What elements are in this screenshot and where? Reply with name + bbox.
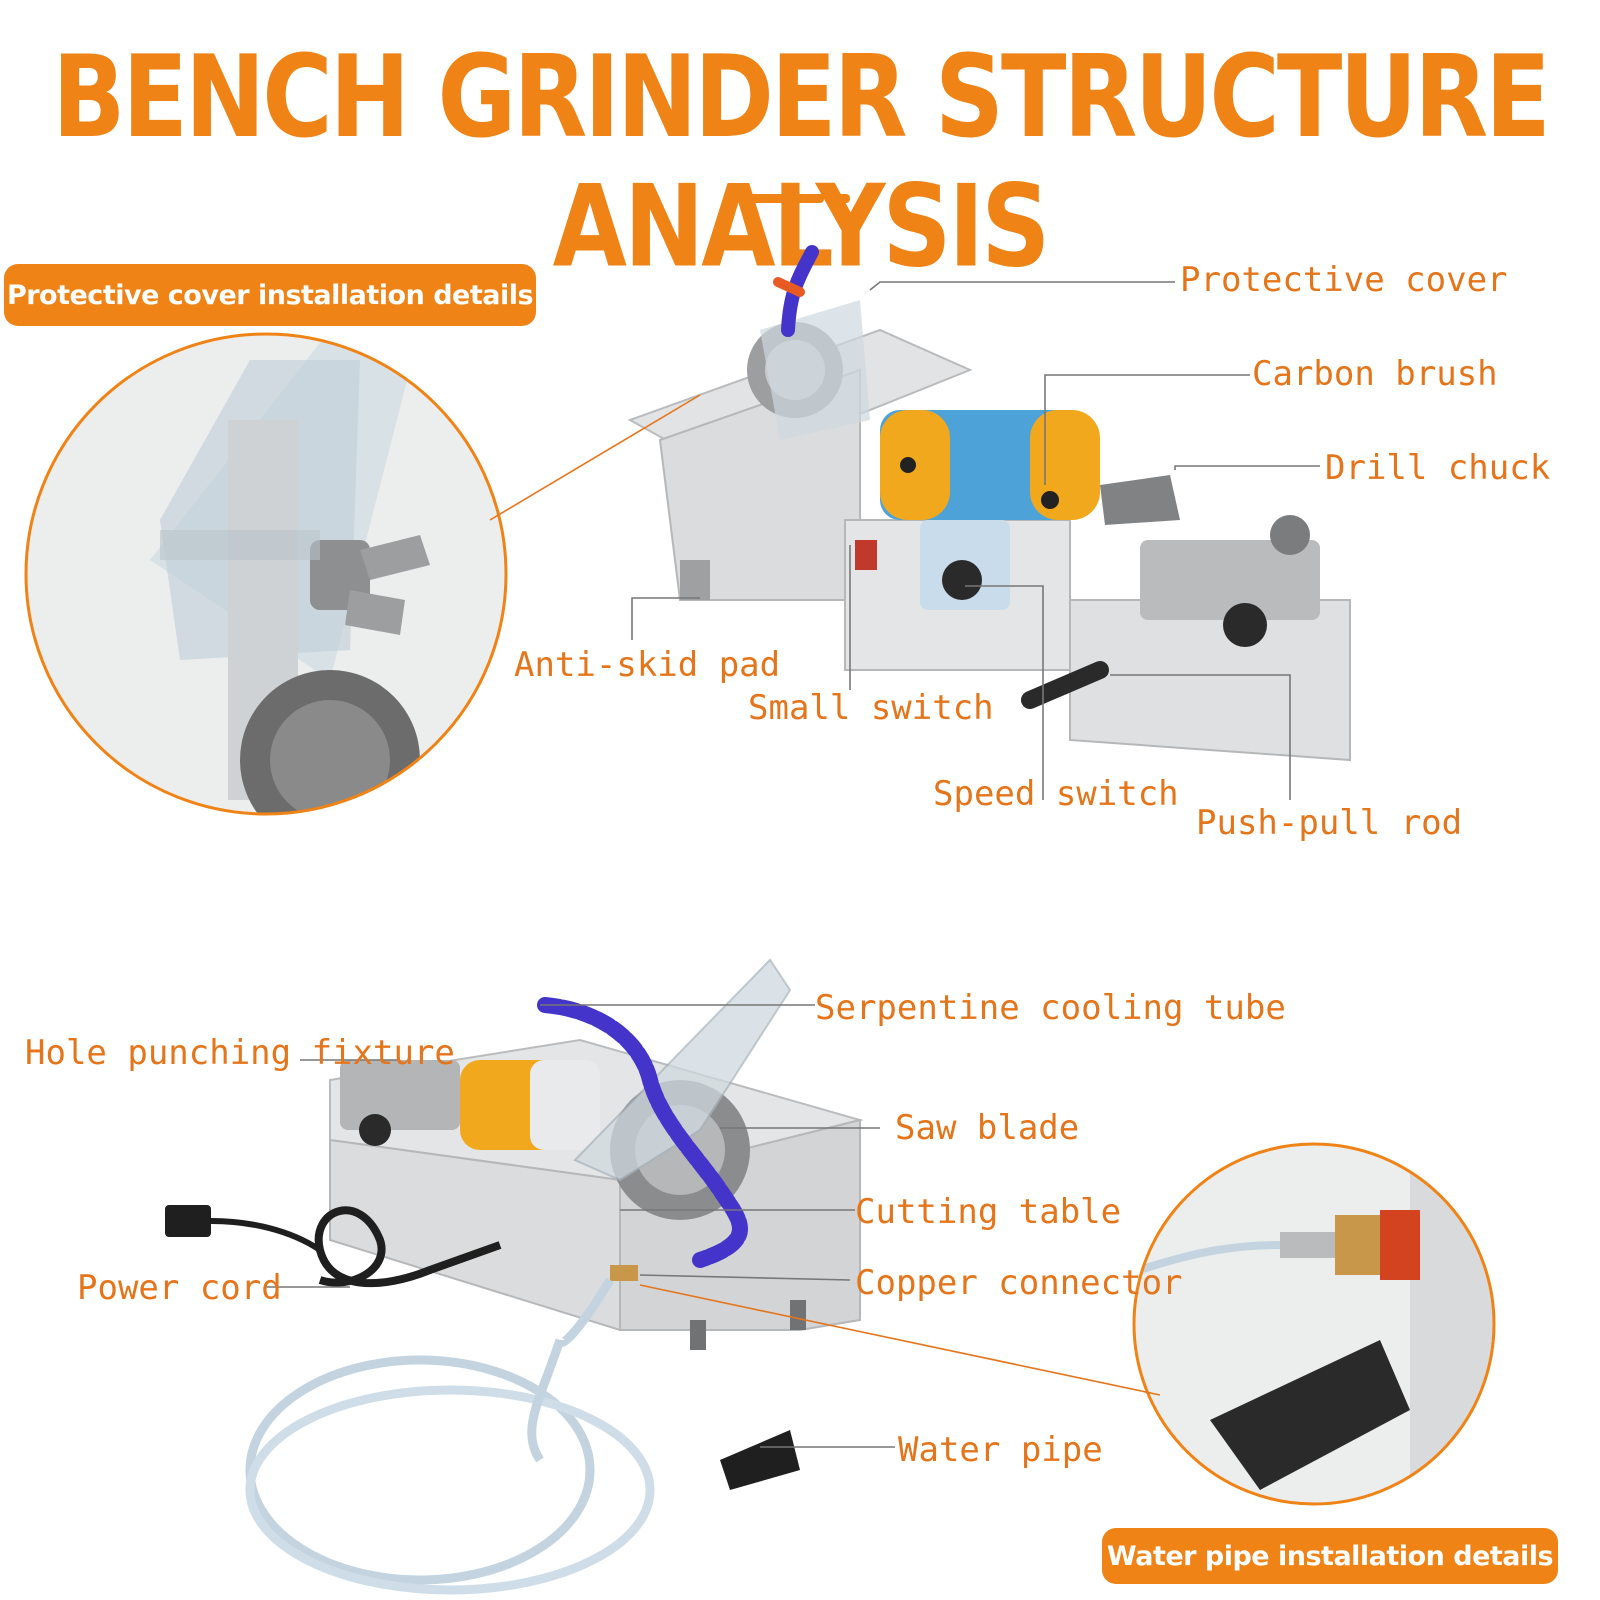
label-protective-cover: Protective cover — [1180, 260, 1508, 300]
label-saw-blade: Saw blade — [895, 1108, 1080, 1148]
label-serpentine-cooling-tube: Serpentine cooling tube — [815, 988, 1286, 1028]
label-small-switch: Small switch — [748, 688, 994, 728]
leader-lines — [265, 281, 1320, 1448]
label-anti-skid-pad: Anti-skid pad — [514, 645, 781, 685]
top-machine-image — [627, 245, 1351, 762]
title-underline-dash — [740, 194, 824, 203]
badge-water-pipe-details: Water pipe installation details — [1102, 1528, 1558, 1584]
badge-protective-cover-details: Protective cover installation details — [4, 264, 536, 326]
label-cutting-table: Cutting table — [855, 1192, 1122, 1232]
label-power-cord: Power cord — [77, 1268, 282, 1308]
label-water-pipe: Water pipe — [898, 1430, 1103, 1470]
label-push-pull-rod: Push-pull rod — [1196, 803, 1463, 843]
label-drill-chuck: Drill chuck — [1325, 448, 1551, 488]
protective-cover-detail-image — [24, 332, 508, 816]
water-pipe-detail-image — [1132, 1142, 1496, 1506]
label-carbon-brush: Carbon brush — [1252, 354, 1498, 394]
label-speed-switch: Speed switch — [933, 774, 1179, 814]
title-underline-dot — [838, 194, 850, 203]
label-copper-connector: Copper connector — [855, 1263, 1183, 1303]
label-hole-punching-fixture: Hole punching fixture — [25, 1033, 455, 1073]
bottom-machine-image — [165, 958, 864, 1595]
page-title: BENCH GRINDER STRUCTURE ANALYSIS — [52, 30, 1551, 293]
